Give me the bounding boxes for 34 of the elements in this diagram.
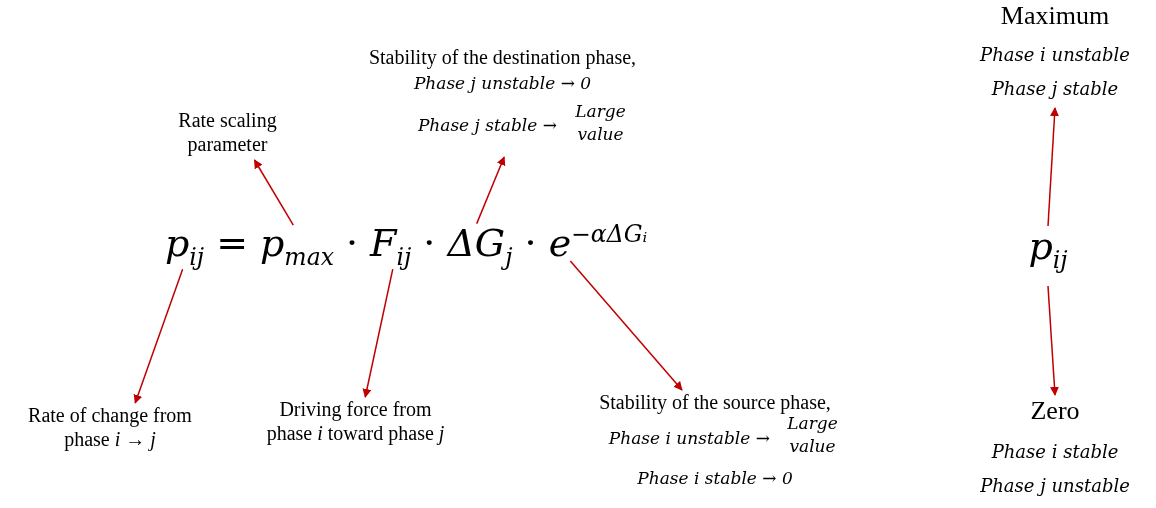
arrow	[1047, 285, 1059, 396]
annotation-heading: Maximum	[999, 0, 1111, 32]
equation-term: p$_{ij}$	[165, 222, 205, 271]
math-annotation: Large value	[574, 100, 627, 146]
math-annotation: Phase j unstable → 0	[412, 73, 593, 93]
math-annotation: Phase j stable	[990, 78, 1120, 99]
math-annotation: Phase i stable	[990, 441, 1120, 462]
math-annotation: Phase i stable → 0	[636, 468, 794, 488]
equation-term: ΔG$_{j}$	[447, 222, 513, 271]
arrow	[1047, 107, 1059, 227]
annotation-heading: Stability of the destination phase,	[367, 45, 638, 69]
math-annotation: Phase j unstable	[979, 475, 1131, 496]
math-operator: =	[216, 222, 248, 265]
arrow	[253, 159, 295, 226]
annotation-text: Rate scaling parameter	[160, 108, 295, 160]
equation-term: e$^{−αΔGᵢ}$	[548, 222, 648, 265]
annotation-heading: Zero	[1029, 395, 1081, 427]
math-annotation: Large value	[787, 413, 839, 458]
math-annotation: Phase j stable →	[416, 115, 557, 135]
math-annotation: Phase i unstable →	[607, 428, 770, 448]
math-operator: ·	[524, 222, 537, 265]
equation-term: F$_{ij}$	[370, 222, 412, 271]
math-operator: ·	[346, 222, 359, 265]
arrow	[569, 260, 683, 391]
annotation-text: Rate of change from phase i → j	[5, 403, 215, 459]
equation-term: p$_{max}$	[260, 222, 334, 271]
arrow	[362, 268, 394, 398]
annotation-text: Driving force from phase i toward phase j	[258, 397, 453, 481]
arrow	[133, 268, 184, 404]
math-annotation: Phase i unstable	[978, 44, 1131, 65]
math-operator: ·	[423, 222, 436, 265]
equation-term: p$_{ij}$	[1018, 226, 1078, 286]
arrow	[475, 156, 506, 225]
annotation-heading: Stability of the source phase,	[598, 390, 832, 414]
